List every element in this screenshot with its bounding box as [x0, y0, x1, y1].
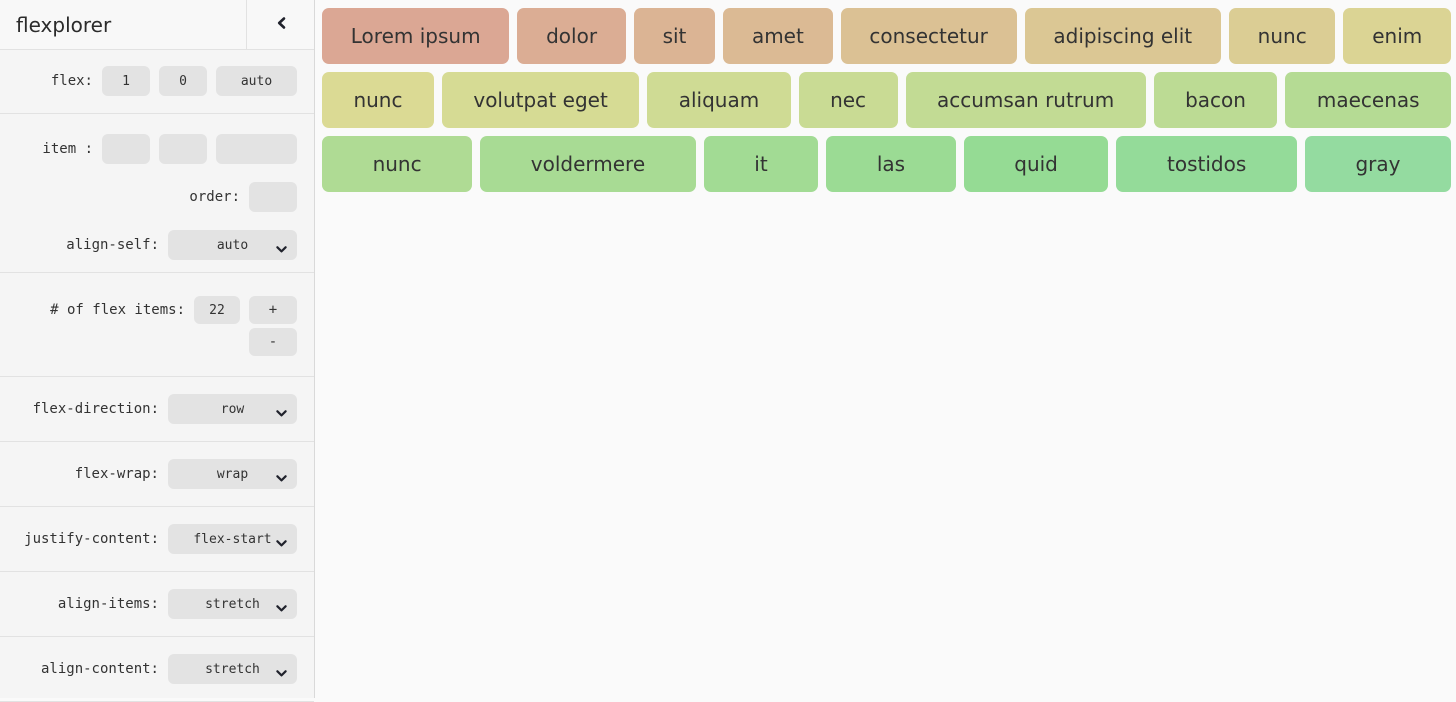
order-label: order:: [189, 189, 240, 205]
flex-shorthand-row: flex:: [0, 66, 314, 96]
flex-item[interactable]: adipiscing elit: [1024, 8, 1221, 64]
flex-wrap-section: flex-wrap: wrap: [0, 442, 314, 507]
flex-direction-row: flex-direction: row: [0, 394, 314, 424]
flex-grow-input[interactable]: [102, 66, 150, 96]
chevron-down-icon: [276, 666, 287, 681]
align-self-label: align-self:: [66, 237, 159, 253]
flex-item[interactable]: aliquam: [647, 72, 791, 128]
chevron-down-icon: [276, 471, 287, 486]
flex-item[interactable]: enim: [1343, 8, 1452, 64]
item-flex-row: item :: [0, 134, 314, 164]
justify-content-row: justify-content: flex-start: [0, 524, 314, 554]
align-content-section: align-content: stretch: [0, 637, 314, 702]
flex-item[interactable]: it: [703, 136, 819, 192]
flex-wrap-value: wrap: [216, 466, 249, 482]
flex-item[interactable]: gray: [1304, 136, 1452, 192]
align-items-section: align-items: stretch: [0, 572, 314, 637]
flex-item[interactable]: nunc: [322, 72, 434, 128]
flex-direction-value: row: [220, 401, 245, 417]
item-flex-grow-input[interactable]: [102, 134, 150, 164]
justify-content-value: flex-start: [193, 531, 272, 547]
flex-items-count-label: # of flex items:: [50, 302, 185, 318]
app-title: flexplorer: [16, 12, 112, 37]
item-flex-basis-input[interactable]: [216, 134, 297, 164]
remove-item-button[interactable]: -: [249, 328, 297, 356]
flex-item[interactable]: las: [826, 136, 956, 192]
align-content-value: stretch: [205, 661, 260, 677]
flex-items-count-section: # of flex items: + -: [0, 273, 314, 377]
sidebar: flexplorer flex: item :: [0, 0, 315, 702]
flex-direction-select[interactable]: row: [168, 394, 297, 424]
sidebar-collapse-button[interactable]: [246, 0, 314, 49]
item-label: item :: [42, 141, 93, 157]
align-items-row: align-items: stretch: [0, 589, 314, 619]
flex-label: flex:: [50, 73, 93, 89]
flex-item[interactable]: nec: [798, 72, 898, 128]
flex-item[interactable]: amet: [723, 8, 833, 64]
flex-item[interactable]: tostidos: [1116, 136, 1297, 192]
flex-items-count-row: # of flex items: + -: [0, 296, 314, 356]
item-flex-shrink-input[interactable]: [159, 134, 207, 164]
flex-item[interactable]: consectetur: [840, 8, 1017, 64]
flex-item[interactable]: nunc: [1228, 8, 1336, 64]
chevron-down-icon: [276, 406, 287, 421]
flex-shrink-input[interactable]: [159, 66, 207, 96]
align-content-label: align-content:: [40, 661, 159, 677]
flex-item[interactable]: volutpat eget: [441, 72, 640, 128]
flex-item[interactable]: dolor: [517, 8, 626, 64]
flex-item[interactable]: bacon: [1153, 72, 1278, 128]
chevron-down-icon: [276, 242, 287, 257]
flex-wrap-select[interactable]: wrap: [168, 459, 297, 489]
align-self-select[interactable]: auto: [168, 230, 297, 260]
flex-direction-label: flex-direction:: [32, 401, 159, 417]
flex-direction-section: flex-direction: row: [0, 377, 314, 442]
chevron-down-icon: [276, 536, 287, 551]
justify-content-label: justify-content:: [24, 531, 159, 547]
align-self-value: auto: [216, 237, 249, 253]
align-items-value: stretch: [205, 596, 260, 612]
flex-items-count-input[interactable]: [194, 296, 240, 324]
flex-item[interactable]: maecenas: [1285, 72, 1451, 128]
item-section: item : order: align-self: auto: [0, 114, 314, 273]
flex-wrap-row: flex-wrap: wrap: [0, 459, 314, 489]
flex-basis-input[interactable]: [216, 66, 297, 96]
align-content-select[interactable]: stretch: [168, 654, 297, 684]
sidebar-header: flexplorer: [0, 0, 314, 50]
order-input[interactable]: [249, 182, 297, 212]
order-row: order:: [0, 182, 314, 212]
count-stepper: + -: [249, 296, 297, 356]
flex-wrap-label: flex-wrap:: [74, 466, 159, 482]
chevron-down-icon: [276, 601, 287, 616]
flex-item[interactable]: sit: [633, 8, 716, 64]
flex-item[interactable]: Lorem ipsum: [322, 8, 510, 64]
flex-item[interactable]: nunc: [322, 136, 473, 192]
align-self-row: align-self: auto: [0, 230, 314, 260]
flex-item[interactable]: voldermere: [480, 136, 696, 192]
flex-shorthand-section: flex:: [0, 50, 314, 114]
justify-content-section: justify-content: flex-start: [0, 507, 314, 572]
flex-item[interactable]: quid: [963, 136, 1109, 192]
align-items-select[interactable]: stretch: [168, 589, 297, 619]
align-content-row: align-content: stretch: [0, 654, 314, 684]
align-items-label: align-items:: [57, 596, 159, 612]
justify-content-select[interactable]: flex-start: [168, 524, 297, 554]
add-item-button[interactable]: +: [249, 296, 297, 324]
flex-item[interactable]: accumsan rutrum: [905, 72, 1146, 128]
chevron-left-icon: [276, 15, 286, 34]
